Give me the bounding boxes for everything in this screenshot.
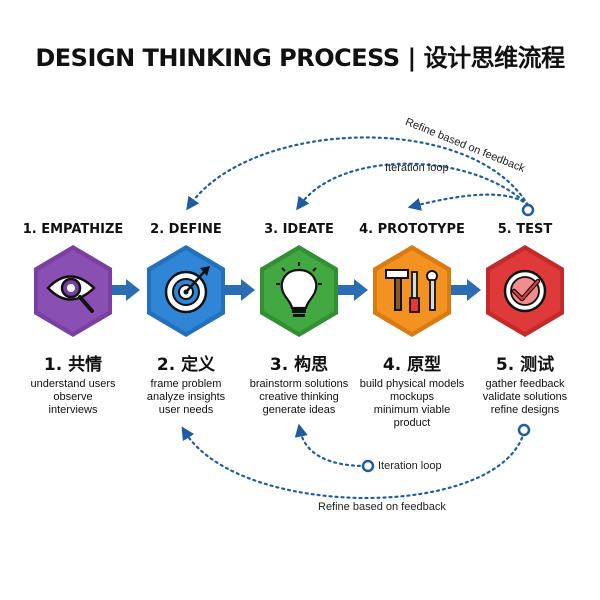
loop-top-outer xyxy=(186,136,530,211)
stage-hex-prototype xyxy=(373,245,451,337)
desc-line: creative thinking xyxy=(259,391,339,403)
stage-desc-prototype: build physical models mockups minimum vi… xyxy=(347,378,477,430)
loop-top-short xyxy=(407,193,530,211)
desc-line: observe xyxy=(53,391,93,403)
loop-bottom-inner xyxy=(294,423,368,468)
checkmark-icon xyxy=(503,269,547,313)
loop-bottom-inner-dot xyxy=(361,459,375,473)
stage-desc-empathize: understand users observe interviews xyxy=(8,378,138,417)
page-title: DESIGN THINKING PROCESS | 设计思维流程 xyxy=(35,44,565,72)
stage-label-test: 5. TEST xyxy=(497,222,553,237)
stage-zh-empathize: 1. 共情 xyxy=(43,355,103,375)
stage-desc-define: frame problem analyze insights user need… xyxy=(121,378,251,417)
connector-arrow-4 xyxy=(451,279,481,301)
stage-label-prototype: 4. PROTOTYPE xyxy=(359,222,465,237)
stage-hex-ideate xyxy=(260,245,338,337)
stage-label-ideate: 3. IDEATE xyxy=(264,222,334,237)
desc-line: brainstorm solutions xyxy=(249,378,349,390)
stage-zh-prototype: 4. 原型 xyxy=(382,355,442,375)
loop-top-origin-dot xyxy=(521,203,535,217)
desc-line: validate solutions xyxy=(482,391,568,403)
stage-zh-ideate: 3. 构思 xyxy=(269,355,329,375)
connector-arrow-1 xyxy=(110,279,140,301)
stage-label-define: 2. DEFINE xyxy=(150,222,222,237)
desc-line: build physical models xyxy=(359,378,465,390)
connector-arrow-2 xyxy=(225,279,255,301)
loop-label-bottom-inner: Iteration loop xyxy=(378,460,442,472)
desc-line: refine designs xyxy=(490,404,560,416)
stage-desc-ideate: brainstorm solutions creative thinking g… xyxy=(234,378,364,417)
desc-line: mockups xyxy=(389,391,435,403)
desc-line: understand users xyxy=(30,378,116,390)
loop-top-inner xyxy=(296,162,530,211)
desc-line: product xyxy=(393,417,431,429)
loop-bottom-outer xyxy=(181,426,526,500)
loop-label-top-inner: Iteration loop xyxy=(385,162,449,174)
stage-zh-test: 5. 测试 xyxy=(495,355,555,375)
stage-hex-define xyxy=(147,245,225,337)
stage-hex-test xyxy=(486,245,564,337)
desc-line: gather feedback xyxy=(485,378,565,390)
stage-hex-empathize xyxy=(34,245,112,337)
loop-label-bottom-outer: Refine based on feedback xyxy=(318,501,446,513)
stage-zh-define: 2. 定义 xyxy=(156,355,216,375)
eye-magnifier-icon xyxy=(46,275,96,313)
desc-line: frame problem xyxy=(150,378,222,390)
desc-line: user needs xyxy=(158,404,214,416)
desc-line: minimum viable xyxy=(373,404,451,416)
tools-icon xyxy=(385,269,438,313)
connector-arrow-3 xyxy=(338,279,368,301)
desc-line: interviews xyxy=(48,404,98,416)
lightbulb-icon xyxy=(276,262,322,317)
stage-label-empathize: 1. EMPATHIZE xyxy=(22,222,124,237)
loop-bottom-origin-dot xyxy=(517,423,531,437)
desc-line: generate ideas xyxy=(262,404,336,416)
target-icon xyxy=(164,266,210,314)
stage-desc-test: gather feedback validate solutions refin… xyxy=(460,378,590,417)
desc-line: analyze insights xyxy=(146,391,226,403)
